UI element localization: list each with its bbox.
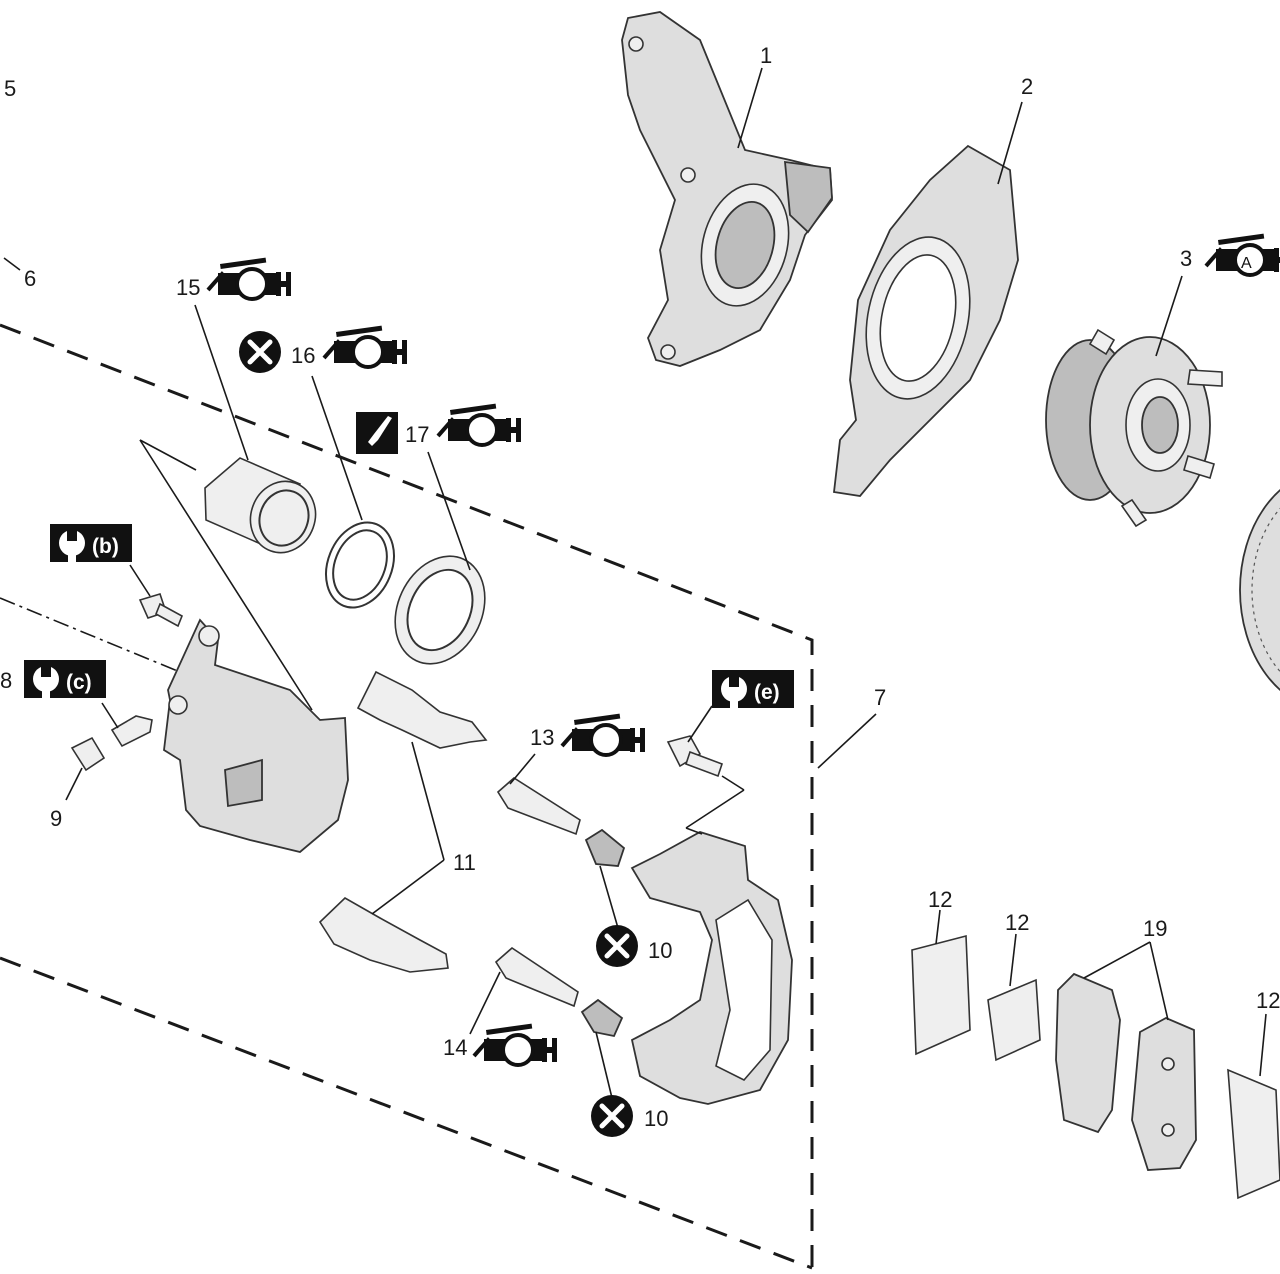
replace-icon [239,331,281,373]
piston-boot [394,555,486,665]
leader-lines [0,67,1267,1099]
shim-right [1227,1068,1280,1200]
callout-numbers: 1 2 3 5 6 7 8 9 10 10 11 12 12 12 13 14 … [0,43,1280,1131]
callout-8: 8 [0,668,12,693]
callout-7: 7 [874,685,886,710]
torque-wrench-icon [59,529,85,563]
brake-disc [1239,489,1280,691]
callout-17: 17 [405,422,429,447]
torque-badge-c: (c) [24,660,106,699]
grease-icon [436,401,523,447]
grease-icon [560,711,647,757]
torque-wrench-icon [33,665,59,699]
callout-3: 3 [1180,246,1192,271]
torque-wrench-icon [721,675,747,709]
callout-19: 19 [1143,916,1167,941]
torque-label-c: (c) [66,671,92,694]
guide-pin-boot-upper [584,828,626,867]
callout-16: 16 [291,343,315,368]
callout-10-lower: 10 [644,1106,668,1131]
guide-pin-upper [496,777,581,836]
callout-14: 14 [443,1035,467,1060]
callout-12-left: 12 [928,887,952,912]
wheel-hub-bearing [1045,328,1223,528]
caliper-body [163,618,349,853]
bleeder-screw [110,715,153,748]
brake-dust-shield [833,144,1019,497]
pad-spring-lower [318,897,449,973]
callout-13: 13 [530,725,554,750]
grease-icon [472,1021,559,1067]
steering-knuckle [621,11,833,367]
grease-icon [206,255,293,301]
callout-9: 9 [50,806,62,831]
callout-11: 11 [453,850,476,875]
torque-badge-b: (b) [50,524,132,563]
callout-6: 6 [24,266,36,291]
callout-5: 5 [4,76,16,101]
support-bolt-e [666,735,724,778]
callout-2: 2 [1021,74,1033,99]
callout-12-right: 12 [1256,988,1280,1013]
shim-left [911,934,971,1056]
callout-10-upper: 10 [648,938,672,963]
torque-badge-e: (e) [712,670,794,709]
replace-icon [596,925,638,967]
grease-icon [322,323,409,369]
guide-pin-lower [494,946,579,1008]
caliper-group-boundary [0,323,814,1270]
pad-spring-upper [356,670,488,749]
grease-a-icon: A [1204,231,1280,277]
shim-middle [987,978,1041,1062]
caliper-support-bracket [630,831,793,1105]
callout-1: 1 [760,43,772,68]
replace-icon [591,1095,633,1137]
caliper-bolt-b [138,593,184,628]
bleeder-cap [70,736,106,772]
guide-pin-boot-lower [580,998,624,1038]
brake-pad-outer [1055,972,1121,1134]
brake-pad-inner [1131,1017,1197,1171]
callout-15: 15 [176,275,200,300]
torque-label-b: (b) [92,535,119,558]
piston-seal [325,521,395,609]
caliper-piston [204,457,317,554]
grease-a-letter: A [1241,255,1252,272]
brake-fluid-icon [356,412,398,454]
torque-label-e: (e) [754,681,780,704]
callout-12-middle: 12 [1005,910,1029,935]
